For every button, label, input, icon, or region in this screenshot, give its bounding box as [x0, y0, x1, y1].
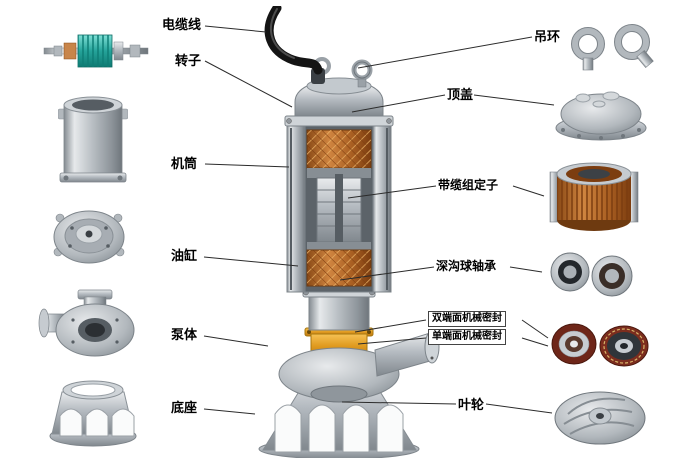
- label-casing-barrel: 机筒: [171, 156, 198, 171]
- oil-cylinder-cover-photo: [52, 208, 126, 266]
- ball-bearings-photo: [540, 246, 644, 302]
- lifting-eyebolts-photo: [562, 22, 666, 77]
- mechanical-seals-photo: [544, 316, 656, 372]
- pump-body-photo: [38, 288, 136, 358]
- label-single-mech-seal: 单端面机械密封: [428, 329, 506, 345]
- pump-cutaway-illustration: [227, 6, 452, 458]
- label-ball-bearing: 深沟球轴承: [436, 259, 497, 273]
- casing-barrel-photo: [58, 95, 128, 187]
- label-rotor: 转子: [175, 53, 202, 68]
- label-oil-cylinder: 油缸: [171, 248, 198, 263]
- label-cable-stator: 带缆组定子: [438, 178, 499, 192]
- label-impeller: 叶轮: [458, 397, 485, 412]
- rotor-photo: [42, 28, 152, 74]
- leader-impeller-photo: [485, 403, 553, 414]
- leader-top-cover-photo: [473, 94, 555, 106]
- label-pump-body: 泵体: [171, 327, 198, 342]
- label-lifting-ring: 吊环: [534, 29, 561, 44]
- leader-ball-bearing-photo: [509, 266, 543, 273]
- label-top-cover: 顶盖: [447, 87, 474, 102]
- cable-stator-photo: [546, 158, 642, 234]
- base-stand-photo: [46, 378, 140, 448]
- impeller-photo: [550, 384, 650, 448]
- label-cable-wire: 电缆线: [162, 17, 202, 32]
- top-cover-photo: [553, 84, 649, 144]
- leader-cable-stator-photo: [512, 185, 545, 197]
- label-double-mech-seal: 双端面机械密封: [428, 311, 506, 327]
- label-base: 底座: [171, 400, 198, 415]
